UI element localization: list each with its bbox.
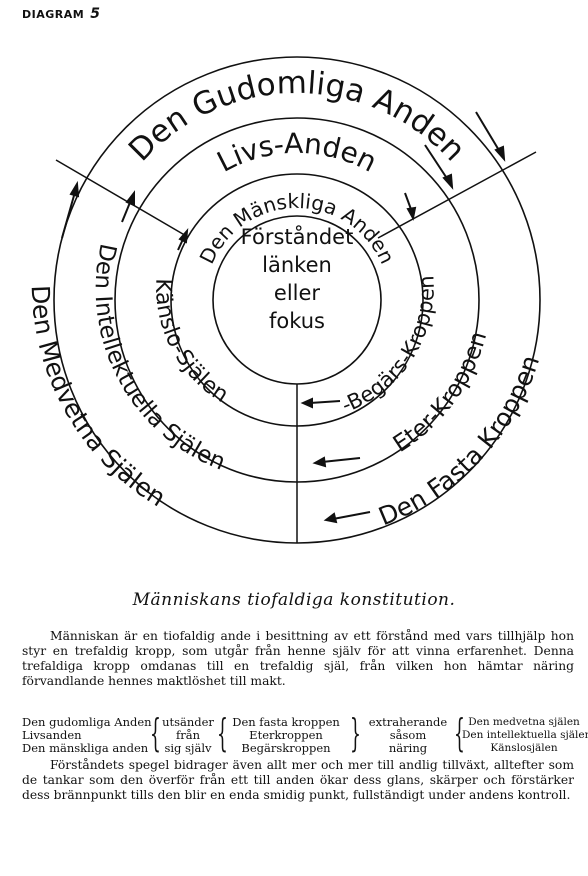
divider-left: [55, 159, 189, 238]
constitution-diagram: Den Gudomliga Anden Livs-Anden Den Mänsk…: [26, 56, 545, 544]
table-cell: extraherande: [368, 715, 448, 729]
diagram-label: DIAGRAM 5: [22, 6, 100, 22]
diagram-label-text: DIAGRAM: [22, 8, 85, 21]
center-line-1: Förståndet: [241, 224, 354, 249]
arrow-left-third-icon: [300, 397, 341, 409]
correspondence-table: Den gudomliga Anden Livsanden Den mänskl…: [22, 711, 588, 755]
arrow-down-right-outer-icon: [475, 111, 506, 162]
table-col-1: Den gudomliga Anden Livsanden Den mänskl…: [22, 716, 152, 755]
table-cell: Begärskroppen: [241, 741, 331, 755]
arrow-left-outer-icon: [323, 511, 371, 524]
arrow-up-left-outer-icon: [61, 180, 80, 239]
table-col-3: Den fasta kroppen Eterkroppen Begärskrop…: [227, 716, 345, 755]
table-cell: såsom: [389, 728, 427, 742]
arrow-left-second-icon: [312, 456, 361, 468]
center-line-4: fokus: [269, 309, 325, 333]
arrow-up-left-second-icon: [121, 190, 135, 223]
brace-3-icon: }: [350, 711, 361, 755]
paragraph-2: Förståndets spegel bidrager även allt me…: [22, 758, 574, 802]
arrow-up-left-third-icon: [177, 228, 189, 251]
table-col-4: extraherande såsom näring: [364, 716, 452, 755]
table-cell: Känslosjälen: [490, 742, 558, 754]
brace-4-icon: {: [454, 711, 465, 755]
table-cell: Eterkroppen: [249, 728, 323, 742]
diagram-number: 5: [90, 6, 101, 22]
left-third-label: Känslo-Själen: [150, 278, 232, 408]
table-col-5: Den medvetna själen Den intellektuella s…: [462, 716, 588, 755]
second-ring-label: Livs-Anden: [212, 127, 382, 179]
table-cell: sig själv: [164, 741, 212, 755]
table-cell: utsänder: [162, 715, 214, 729]
table-cell: Livsanden: [22, 728, 82, 742]
table-cell: från: [175, 728, 201, 742]
arrow-down-right-third-icon: [404, 192, 417, 221]
table-cell: Den mänskliga anden: [22, 741, 149, 755]
table-cell: Den medvetna själen: [468, 716, 580, 728]
center-line-3: eller: [274, 281, 321, 305]
brace-2-icon: {: [217, 711, 228, 755]
arrow-down-right-second-icon: [424, 144, 454, 190]
right-third-label: -Begärs-Kroppen: [339, 275, 439, 417]
table-cell: näring: [388, 741, 428, 755]
center-line-2: länken: [262, 253, 332, 277]
table-cell: Den intellektuella själen: [462, 729, 588, 741]
caption: Människans tiofaldiga konstitution.: [132, 590, 456, 610]
divider-right: [377, 151, 537, 239]
table-cell: Den fasta kroppen: [232, 715, 340, 729]
brace-1-icon: {: [150, 711, 161, 755]
table-col-2: utsänder från sig själv: [160, 716, 216, 755]
table-cell: Den gudomliga Anden: [22, 715, 152, 729]
paragraph-1: Människan är en tiofaldig ande i besittn…: [22, 629, 574, 688]
